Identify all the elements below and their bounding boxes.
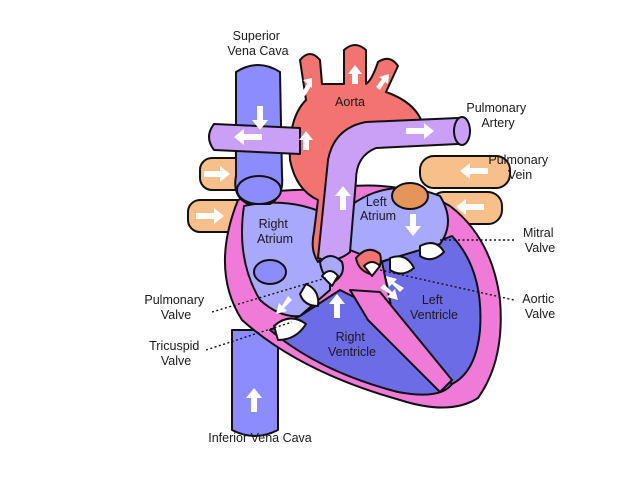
pulmonary-vein-opening	[391, 182, 429, 210]
label-right-atrium: Right Atrium	[257, 217, 293, 246]
arrow-left-icon	[456, 199, 484, 215]
pulmonary-valve	[319, 255, 344, 287]
label-left-ventricle: Left Ventricle	[410, 293, 458, 322]
mitral-valve	[389, 242, 445, 275]
ventricle-septum	[349, 289, 453, 393]
label-pulmonary-vein: Pulmonary Vein	[488, 153, 551, 182]
arrow-down-icon	[405, 214, 421, 236]
svc-opening	[236, 175, 282, 205]
arrow-up-icon	[335, 186, 351, 210]
ivc-opening	[253, 259, 287, 285]
arrow-up-icon	[348, 65, 362, 84]
inferior-vena-cava	[231, 329, 279, 437]
arrow-downleft-icon	[276, 296, 292, 314]
arrow-left-icon	[234, 129, 262, 145]
arrow-upleft-icon	[301, 78, 312, 96]
label-aorta: Aorta	[335, 95, 365, 109]
label-superior-vena-cava: Superior Vena Cava	[227, 29, 288, 58]
tricuspid-leader	[205, 321, 293, 351]
flow-arrows	[196, 65, 488, 412]
arrow-up-icon	[329, 294, 345, 318]
label-aortic-valve: Aortic Valve	[522, 292, 557, 321]
tricuspid-valve	[273, 283, 320, 341]
aortic-valve	[355, 248, 382, 277]
arrow-right-icon	[204, 166, 230, 182]
leader-lines	[205, 239, 515, 351]
label-right-ventricle: Right Ventricle	[328, 330, 376, 359]
arrow-upright-icon	[376, 74, 389, 90]
arrow-up-icon	[299, 131, 313, 150]
arrow-down-icon	[252, 106, 268, 130]
label-pulmonary-valve: Pulmonary Valve	[144, 293, 207, 322]
label-tricuspid-valve: Tricuspid Valve	[149, 339, 203, 368]
pulmonary-artery-end	[453, 116, 471, 146]
label-mitral-valve: Mitral Valve	[523, 226, 557, 255]
pulmonary-valve-leader	[211, 277, 327, 313]
arrow-left-icon	[460, 163, 488, 179]
arrow-up-icon	[246, 388, 262, 412]
label-left-atrium: Left Atrium	[360, 195, 396, 223]
aortic-leader	[379, 269, 515, 301]
arrow-right-icon	[406, 123, 434, 139]
label-inferior-vena-cava: Inferior Vena Cava	[208, 431, 312, 445]
arrow-downright-icon	[386, 276, 404, 292]
label-pulmonary-artery: Pulmonary Artery	[466, 101, 529, 130]
arrow-upleft-icon	[380, 284, 398, 300]
arrow-right-icon	[196, 208, 224, 224]
